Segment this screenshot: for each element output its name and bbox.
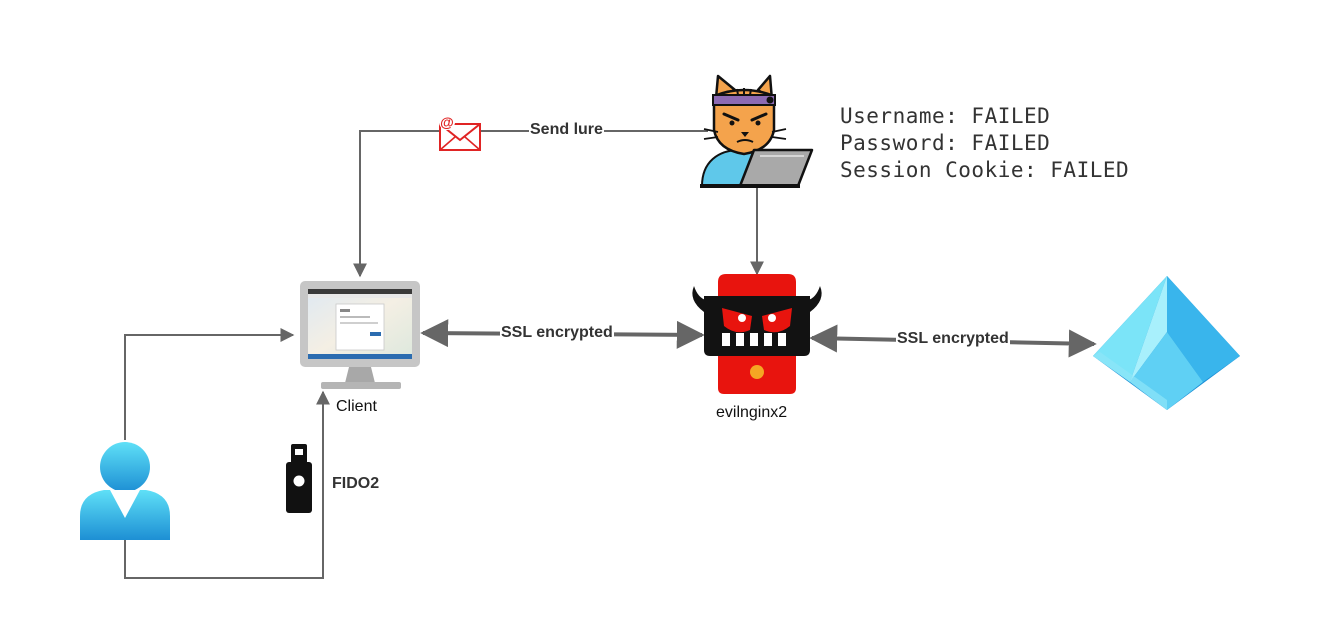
credential-status-panel: Username: FAILED Password: FAILED Sessio… (840, 103, 1129, 184)
usb-security-key-icon[interactable] (286, 444, 312, 513)
proxy-label: evilnginx2 (716, 404, 788, 421)
send-lure-label: Send lure (529, 121, 604, 139)
connector-lines (124, 130, 1097, 579)
fido2-connector (124, 390, 330, 579)
email-icon: @ (439, 114, 481, 151)
desktop-monitor-icon[interactable] (300, 281, 420, 389)
client-label: Client (336, 398, 377, 415)
svg-text:@: @ (440, 114, 454, 130)
ssl-client-proxy-label: SSL encrypted (500, 324, 614, 342)
fido2-label: FIDO2 (331, 475, 381, 493)
hacker-cat-icon (700, 74, 814, 188)
evil-robot-icon[interactable] (692, 274, 822, 394)
user-client-connector (124, 328, 295, 440)
ssl-proxy-idp-label: SSL encrypted (896, 330, 1010, 348)
username-status: Username: FAILED (840, 104, 1051, 128)
password-status: Password: FAILED (840, 131, 1051, 155)
session-cookie-status: Session Cookie: FAILED (840, 158, 1130, 182)
user-person-icon[interactable] (80, 442, 170, 540)
azure-ad-pyramid-icon[interactable] (1093, 276, 1240, 410)
send-lure-connector (353, 130, 708, 278)
